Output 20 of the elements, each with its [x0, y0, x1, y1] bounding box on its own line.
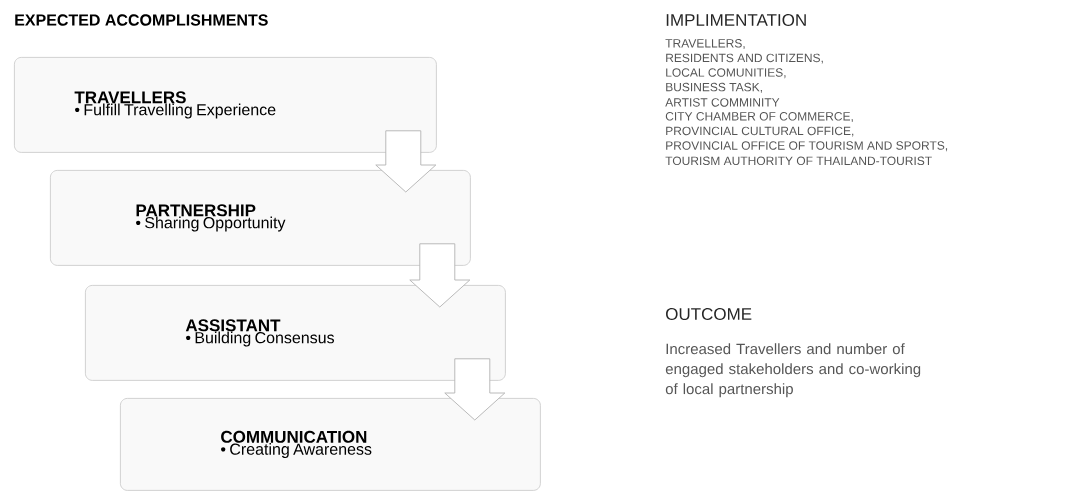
block-arrow	[375, 130, 437, 193]
list-item: ARTIST COMMINITY	[665, 98, 780, 107]
process-box: PARTNERSHIP • Sharing Opportunity	[50, 170, 471, 266]
outcome-text: Increased Travellers and number of engaged stakeholders and co-working of local partnership	[665, 343, 921, 398]
list-item: BUSINESS TASK,	[666, 82, 762, 93]
heading: IMPLIMENTATION	[666, 14, 806, 27]
list-item: RESIDENTS AND CITIZENS,	[666, 53, 823, 64]
list-item: CITY CHAMBER OF COMMERCE,	[665, 112, 853, 122]
process-box: ASSISTANT • Building Consensus	[85, 285, 506, 381]
list-item: LOCAL COMUNITIES,	[666, 68, 786, 79]
list-item: TRAVELLERS,	[665, 39, 745, 49]
process-box: COMMUNICATION • Creating Awareness	[120, 398, 541, 491]
block-arrow	[444, 358, 506, 421]
heading: EXPECTED ACCOMPLISHMENTS	[15, 14, 268, 26]
heading: OUTCOME	[666, 308, 752, 321]
list-item: TOURISM AUTHORITY OF THAILAND-TOURIST	[665, 156, 932, 166]
list-item: PROVINCIAL CULTURAL OFFICE,	[666, 126, 854, 137]
block-arrow	[409, 243, 471, 308]
process-box: TRAVELLERS • Fulfill Travelling Experience	[14, 57, 437, 153]
list-item: PROVINCIAL OFFICE OF TOURISM AND SPORTS,	[666, 141, 948, 152]
